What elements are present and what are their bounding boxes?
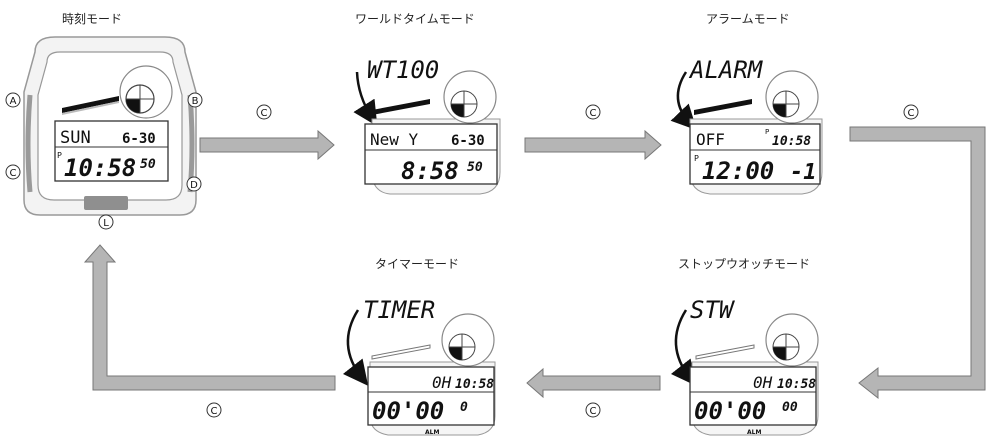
tk-seconds: 50 <box>140 157 156 172</box>
transition-c-4: C <box>585 402 601 418</box>
arrow-alarm-to-stopwatch <box>849 126 986 400</box>
svg-text:C: C <box>10 168 17 179</box>
button-a[interactable]: A <box>5 92 21 108</box>
timer-split-label: 0H <box>432 373 452 392</box>
wt-time: 8:58 <box>401 157 459 185</box>
alarm-time: 12:00 <box>702 157 774 185</box>
stw-elapsed: 00'00 <box>694 397 766 425</box>
button-c[interactable]: C <box>5 164 21 180</box>
button-d[interactable]: D <box>186 176 202 192</box>
svg-text:C: C <box>261 108 268 119</box>
alarm-pm-small: P <box>765 128 769 136</box>
wt-mode-label: WT100 <box>367 56 439 84</box>
tk-time: 10:58 <box>64 154 136 182</box>
stw-current: 10:58 <box>777 377 816 392</box>
svg-text:C: C <box>590 406 597 417</box>
watch-alarm: ALARM OFF P 10:58 P 12:00 -1 <box>670 56 823 195</box>
wt-city: New Y <box>370 130 419 149</box>
button-l[interactable]: L <box>98 214 114 230</box>
stopwatch-title: ストップウオッチモード <box>678 257 811 271</box>
alarm-status: OFF <box>696 130 725 149</box>
timer-alm: ALM <box>425 429 439 436</box>
wt-seconds: 50 <box>467 160 483 175</box>
stw-split-label: 0H <box>753 373 773 392</box>
tk-pm: P <box>57 151 62 160</box>
stw-alm: ALM <box>747 429 761 436</box>
transition-c-1: C <box>256 104 272 120</box>
alarm-number: -1 <box>790 160 817 185</box>
arrow-time-to-worldtime <box>199 129 335 161</box>
svg-text:B: B <box>192 96 199 107</box>
watch-timekeeping: SUN 6-30 P 10:58 50 <box>23 36 197 216</box>
transition-c-5: C <box>206 402 222 418</box>
timer-mode-label: TIMER <box>363 296 435 324</box>
button-b[interactable]: B <box>187 92 203 108</box>
alarm-pm: P <box>694 154 699 163</box>
tk-day: SUN <box>60 128 91 148</box>
stw-mode-label: STW <box>690 296 736 324</box>
timer-fraction: 0 <box>460 400 468 415</box>
wt-date: 6-30 <box>451 133 485 149</box>
worldtime-title: ワールドタイムモード <box>355 12 475 26</box>
svg-text:C: C <box>590 108 597 119</box>
arrow-stopwatch-to-timer <box>526 367 661 399</box>
watch-worldtime: WT100 New Y 6-30 8:58 50 <box>353 56 501 195</box>
svg-text:L: L <box>103 218 109 229</box>
stw-fraction: 00 <box>782 400 798 415</box>
svg-text:C: C <box>211 406 218 417</box>
svg-text:D: D <box>190 180 198 191</box>
timer-elapsed: 00'00 <box>372 397 444 425</box>
tk-date: 6-30 <box>122 131 156 147</box>
alarm-title: アラームモード <box>706 12 790 26</box>
light-button <box>84 196 128 210</box>
svg-text:A: A <box>10 96 17 107</box>
alarm-mode-label: ALARM <box>688 56 764 84</box>
arrow-timer-to-time <box>83 244 336 391</box>
watch-stopwatch: STW 0H 10:58 00'00 00 ALM <box>670 296 819 436</box>
timekeeping-title: 時刻モード <box>62 12 123 26</box>
transition-c-2: C <box>585 104 601 120</box>
timer-current: 10:58 <box>455 377 494 392</box>
watch-timer: TIMER 0H 10:58 00'00 0 ALM <box>342 296 496 436</box>
transition-c-3: C <box>903 104 919 120</box>
timer-title: タイマーモード <box>375 257 460 271</box>
svg-text:C: C <box>908 108 915 119</box>
arrow-worldtime-to-alarm <box>524 129 662 161</box>
alarm-current: 10:58 <box>772 134 811 149</box>
